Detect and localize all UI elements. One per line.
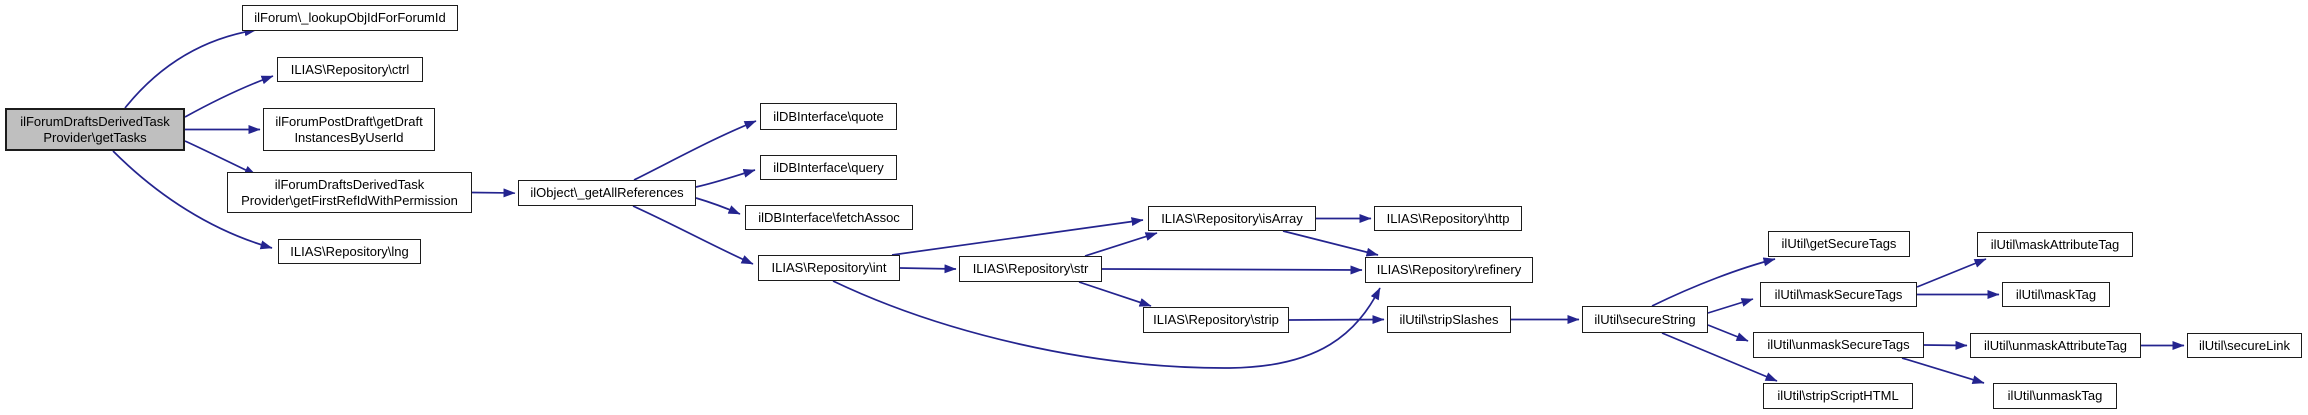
edge-getTasks-to-lng xyxy=(112,150,273,250)
node-label: Provider\getFirstRefIdWithPermission xyxy=(241,192,458,208)
edge-int-to-refinery xyxy=(832,280,1381,369)
node-secureLink[interactable]: ilUtil\secureLink xyxy=(2187,333,2302,358)
edge-getAllReferences-to-int xyxy=(632,205,754,265)
node-lookupObjIdForForumId[interactable]: ilForum\_lookupObjIdForForumId xyxy=(242,5,458,31)
edge-isArray-to-refinery xyxy=(1282,230,1379,257)
node-label: Provider\getTasks xyxy=(43,129,147,145)
node-label: ILIAS\Repository\refinery xyxy=(1376,262,1522,278)
node-label: ilDBInterface\fetchAssoc xyxy=(758,209,900,225)
node-label: ilUtil\stripScriptHTML xyxy=(1777,388,1899,404)
node-label: ilUtil\unmaskSecureTags xyxy=(1767,337,1910,353)
edge-secureString-to-unmaskSecureTags xyxy=(1707,324,1749,342)
node-label: ilUtil\secureString xyxy=(1594,311,1696,327)
node-label: ilForum\_lookupObjIdForForumId xyxy=(254,10,446,26)
node-isArray[interactable]: ILIAS\Repository\isArray xyxy=(1148,206,1316,231)
node-label: ILIAS\Repository\int xyxy=(771,260,887,276)
edge-int-to-str xyxy=(899,264,957,274)
node-label: ilUtil\unmaskTag xyxy=(2007,388,2103,404)
edge-getAllReferences-to-fetchAssoc xyxy=(695,197,741,215)
node-label: ilUtil\secureLink xyxy=(2198,337,2291,353)
edge-getTasks-to-getFirstRefIdWithPermission xyxy=(184,140,257,176)
node-label: ilUtil\getSecureTags xyxy=(1781,236,1897,252)
edge-getAllReferences-to-query xyxy=(695,168,756,188)
node-label: ILIAS\Repository\str xyxy=(972,261,1089,277)
node-fetchAssoc[interactable]: ilDBInterface\fetchAssoc xyxy=(745,205,913,230)
node-unmaskAttributeTag[interactable]: ilUtil\unmaskAttributeTag xyxy=(1970,333,2141,358)
edge-strip-to-stripSlashes xyxy=(1288,315,1385,325)
node-label: ilUtil\maskAttributeTag xyxy=(1990,236,2120,252)
node-int[interactable]: ILIAS\Repository\int xyxy=(758,255,900,281)
node-label: ilDBInterface\query xyxy=(773,159,884,175)
node-label: ilUtil\maskTag xyxy=(2015,286,2097,302)
node-unmaskTag[interactable]: ilUtil\unmaskTag xyxy=(1993,383,2117,409)
node-getAllReferences[interactable]: ilObject\_getAllReferences xyxy=(518,180,696,206)
edge-secureString-to-maskSecureTags xyxy=(1707,298,1754,314)
node-label: ILIAS\Repository\ctrl xyxy=(290,61,410,77)
node-stripSlashes[interactable]: ilUtil\stripSlashes xyxy=(1387,306,1511,333)
node-label: ilUtil\stripSlashes xyxy=(1399,311,1499,327)
edge-int-to-isArray xyxy=(891,217,1144,256)
node-label: ilObject\_getAllReferences xyxy=(530,185,684,201)
node-label: ILIAS\Repository\strip xyxy=(1153,312,1279,328)
node-label: InstancesByUserId xyxy=(294,129,404,145)
node-query[interactable]: ilDBInterface\query xyxy=(760,155,897,180)
node-label: ILIAS\Repository\http xyxy=(1386,210,1510,226)
node-getSecureTags[interactable]: ilUtil\getSecureTags xyxy=(1768,231,1910,257)
node-http[interactable]: ILIAS\Repository\http xyxy=(1374,206,1522,231)
node-label: ilUtil\maskSecureTags xyxy=(1774,286,1903,302)
node-quote[interactable]: ilDBInterface\quote xyxy=(760,103,897,130)
node-stripScriptHTML[interactable]: ilUtil\stripScriptHTML xyxy=(1763,383,1913,409)
edge-str-to-strip xyxy=(1078,281,1152,307)
edge-getFirstRefIdWithPermission-to-getAllReferences xyxy=(471,188,516,198)
edge-str-to-isArray xyxy=(1084,232,1158,257)
node-str[interactable]: ILIAS\Repository\str xyxy=(959,256,1102,282)
edge-getTasks-to-ctrl xyxy=(184,75,274,118)
edge-secureString-to-getSecureTags xyxy=(1651,257,1776,307)
node-maskSecureTags[interactable]: ilUtil\maskSecureTags xyxy=(1760,282,1917,307)
node-lng[interactable]: ILIAS\Repository\lng xyxy=(278,239,421,264)
node-label: ilForumDraftsDerivedTask xyxy=(274,176,425,192)
node-label: ilForumDraftsDerivedTask xyxy=(20,113,170,129)
edge-getTasks-to-lookupObjIdForForumId xyxy=(124,27,257,109)
node-refinery[interactable]: ILIAS\Repository\refinery xyxy=(1365,257,1533,283)
edge-unmaskSecureTags-to-unmaskAttributeTag xyxy=(1923,340,1968,350)
edge-getAllReferences-to-quote xyxy=(633,120,757,181)
edge-str-to-refinery xyxy=(1101,265,1363,275)
edge-unmaskSecureTags-to-unmaskTag xyxy=(1901,357,1985,384)
node-maskAttributeTag[interactable]: ilUtil\maskAttributeTag xyxy=(1977,232,2133,257)
node-unmaskSecureTags[interactable]: ilUtil\unmaskSecureTags xyxy=(1753,332,1924,358)
node-label: ILIAS\Repository\isArray xyxy=(1161,210,1303,226)
edge-secureString-to-stripScriptHTML xyxy=(1661,332,1778,382)
node-ctrl[interactable]: ILIAS\Repository\ctrl xyxy=(277,57,423,82)
node-label: ilUtil\unmaskAttributeTag xyxy=(1983,337,2128,353)
node-strip[interactable]: ILIAS\Repository\strip xyxy=(1143,307,1289,333)
node-secureString[interactable]: ilUtil\secureString xyxy=(1582,306,1708,333)
node-label: ILIAS\Repository\lng xyxy=(290,243,409,259)
node-maskTag[interactable]: ilUtil\maskTag xyxy=(2002,282,2110,307)
edge-maskSecureTags-to-maskAttributeTag xyxy=(1916,258,1987,288)
node-label: ilDBInterface\quote xyxy=(773,108,884,124)
node-label: ilForumPostDraft\getDraft xyxy=(275,113,423,129)
